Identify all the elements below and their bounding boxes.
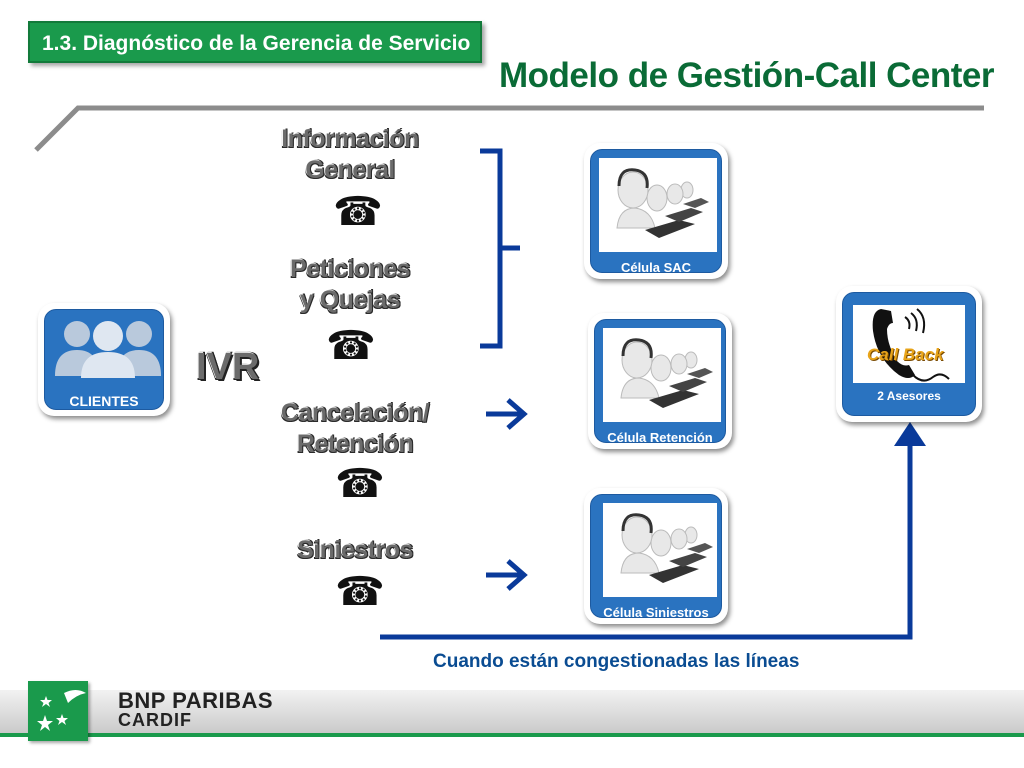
footer-band [0, 690, 1024, 734]
call-agents-image [603, 328, 721, 422]
cell-retencion-box: Célula Retención [588, 313, 732, 449]
category-cancelacion: Cancelación/ Retención [270, 398, 440, 460]
call-agents-image [603, 503, 717, 597]
bracket [480, 148, 520, 349]
category-line2: y Quejas [299, 286, 401, 314]
cell-sac-box: Célula SAC [584, 143, 728, 279]
callback-box: Call Back 2 Asesores [836, 286, 982, 422]
ivr-label: IVR [196, 346, 260, 388]
phone-icon: ☎ [326, 324, 376, 368]
people-icon [55, 321, 161, 378]
section-tag: 1.3. Diagnóstico de la Gerencia de Servi… [28, 21, 482, 63]
bnp-logo [28, 681, 88, 741]
category-line2: Retención [296, 430, 414, 458]
category-siniestros: Siniestros [275, 535, 435, 566]
footer-line [0, 733, 1024, 737]
phone-handset-icon [872, 308, 950, 382]
callback-image-text: Call Back [867, 345, 944, 364]
callback-image: Call Back [853, 305, 965, 383]
phone-icon: ☎ [333, 190, 383, 234]
category-peticiones: Peticiones y Quejas [270, 254, 430, 316]
brand-subname: CARDIF [118, 710, 192, 730]
phone-icon: ☎ [335, 462, 385, 506]
cell-siniestros-label: Célula Siniestros [603, 605, 709, 620]
category-line1: Información [281, 125, 419, 153]
category-line1: Peticiones [289, 255, 411, 283]
category-line1: Siniestros [297, 536, 413, 564]
arrow-retencion [486, 398, 528, 430]
category-line2: General [305, 156, 395, 184]
phone-icon: ☎ [335, 570, 385, 614]
connectors [380, 148, 926, 640]
callback-return-line [380, 422, 926, 640]
cell-sac-label: Célula SAC [620, 260, 692, 275]
header-divider [34, 105, 984, 152]
cell-siniestros-box: Célula Siniestros [584, 488, 728, 624]
clients-box: CLIENTES [38, 303, 170, 416]
category-line1: Cancelación/ [280, 399, 430, 427]
cell-retencion-label: Célula Retención [607, 430, 713, 445]
congestion-caption: Cuando están congestionadas las líneas [433, 651, 800, 672]
callback-label: 2 Asesores [877, 389, 941, 403]
arrow-siniestros [486, 559, 528, 591]
page-title: Modelo de Gestión-Call Center [499, 56, 995, 95]
brand-name: BNP PARIBAS [118, 688, 274, 713]
call-agents-image [599, 158, 717, 252]
clients-label: CLIENTES [69, 393, 139, 409]
category-informacion: Información General [270, 124, 430, 186]
stars-icon [37, 690, 86, 731]
